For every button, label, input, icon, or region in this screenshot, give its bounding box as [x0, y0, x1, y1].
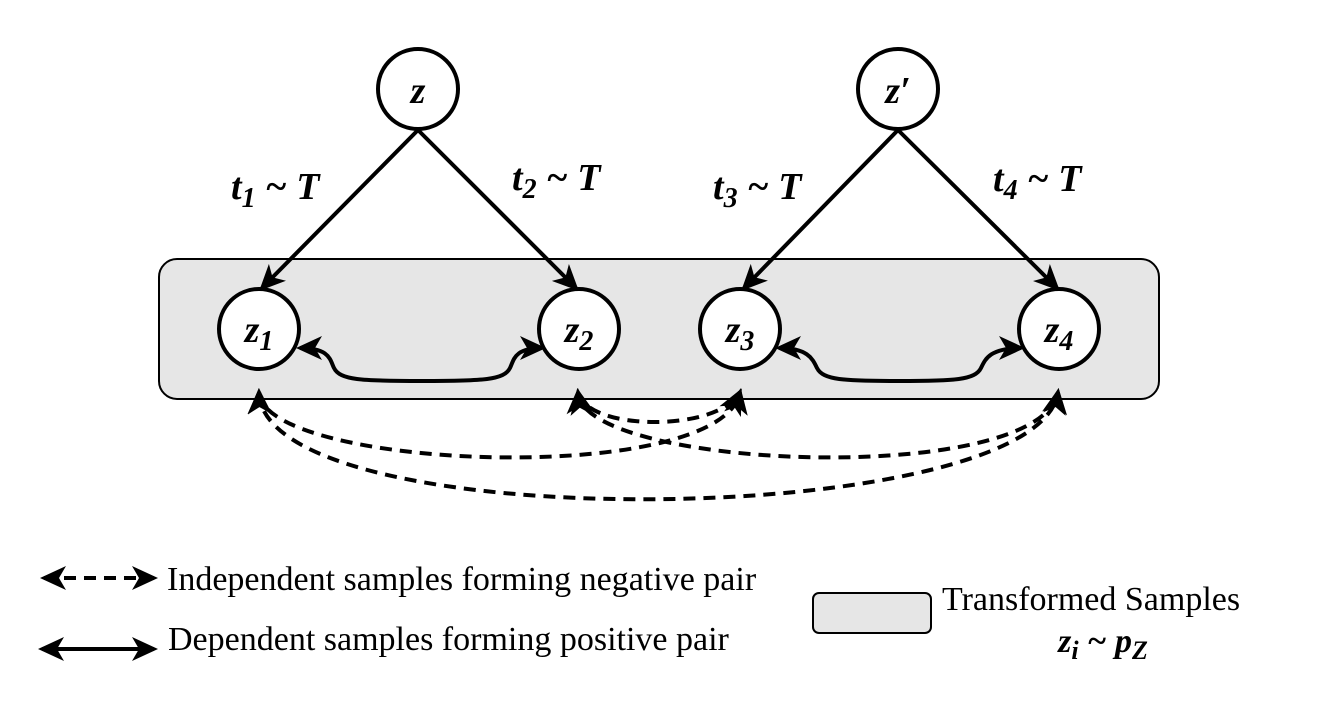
- edge-zprime-to-z3: [741, 128, 900, 291]
- svg-text:z1: z1: [243, 309, 274, 357]
- node-z2: z2: [537, 287, 621, 371]
- edge-zprime-to-z4: [896, 128, 1060, 291]
- node-z4: z4: [1017, 287, 1101, 371]
- edge-label-t4: t4 ~ T: [993, 158, 1083, 206]
- edge-label-t3: t3 ~ T: [713, 166, 803, 214]
- legend-transformed-swatch: [812, 592, 932, 634]
- legend-transformed-label: Transformed Samples: [942, 581, 1240, 618]
- edge-label-t1: t1 ~ T: [231, 166, 321, 214]
- edge-z-to-z1: [259, 128, 420, 291]
- positive-pair-z1-z2: [296, 336, 546, 384]
- negative-pair-z1-z4: [247, 388, 1067, 502]
- edge-label-t2: t2 ~ T: [512, 157, 602, 205]
- negative-pair-z1-z3: [247, 388, 748, 460]
- svg-text:z′: z′: [883, 70, 910, 112]
- node-z3: z3: [698, 287, 782, 371]
- node-z: z: [376, 47, 460, 131]
- transformed-samples-group: [158, 258, 1160, 400]
- legend-negative-pair-label: Independent samples forming negative pai…: [167, 561, 757, 598]
- svg-text:z2: z2: [563, 309, 594, 357]
- svg-text:z4: z4: [1043, 309, 1074, 357]
- legend-positive-pair-label: Dependent samples forming positive pair: [168, 621, 730, 658]
- node-z1: z1: [217, 287, 301, 371]
- svg-text:z3: z3: [724, 309, 755, 357]
- edge-z-to-z2: [416, 128, 579, 291]
- positive-pair-z3-z4: [775, 336, 1025, 384]
- svg-text:z: z: [409, 70, 426, 112]
- node-z-prime: z′: [856, 47, 940, 131]
- negative-pair-z2-z4: [566, 388, 1066, 460]
- legend-formula: zi ~ pZ: [1057, 623, 1148, 665]
